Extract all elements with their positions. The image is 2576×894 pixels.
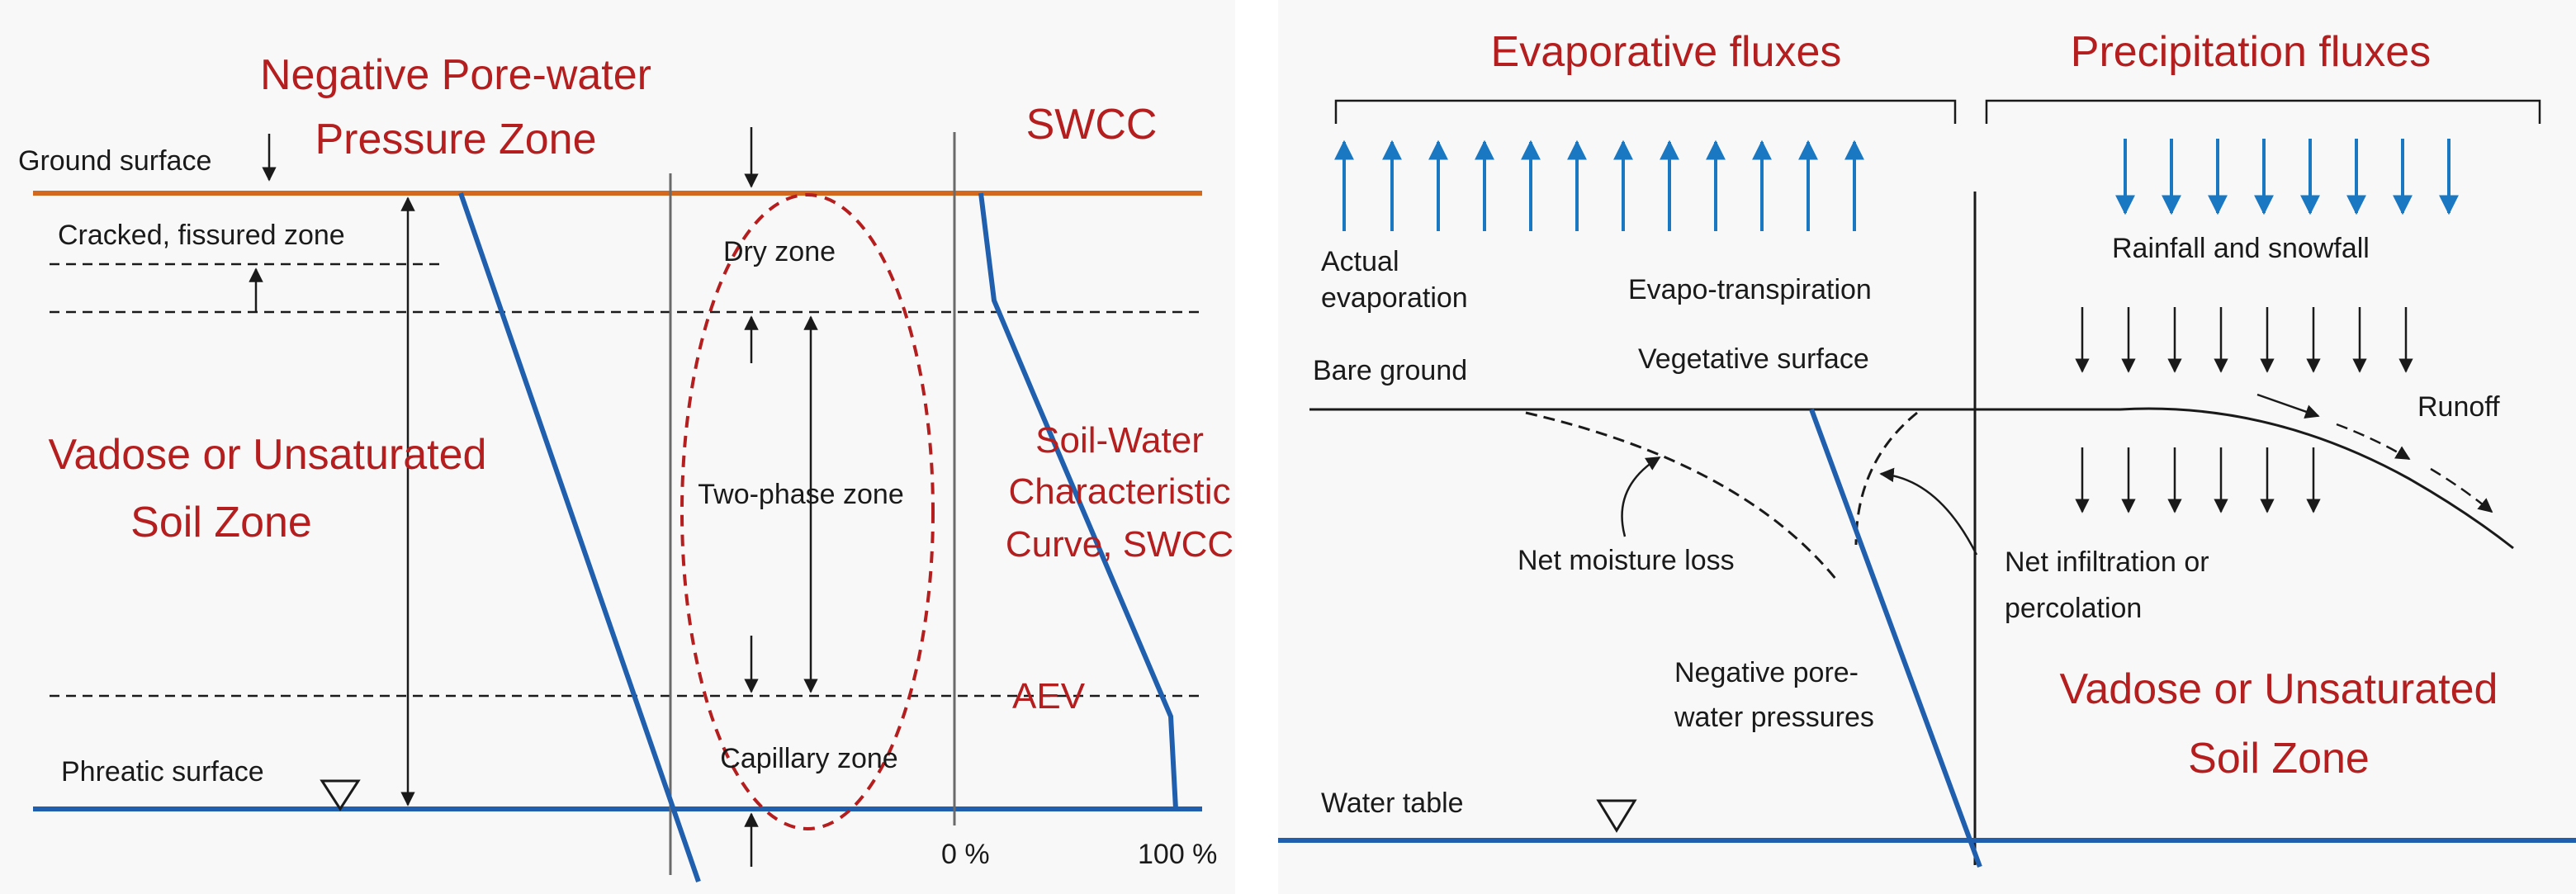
pore-pressure-line — [1809, 408, 1982, 868]
dry-zone-label: Dry zone — [723, 236, 836, 267]
water-table-triangle-icon — [1596, 799, 1637, 833]
infiltration-arrows-lower — [2075, 447, 2321, 513]
left-diagram: Negative Pore-water Pressure Zone SWCC G… — [18, 51, 1234, 882]
ground-surface-curve — [1309, 407, 2514, 550]
right-diagram-panel: Evaporative fluxes Precipitation fluxes — [1278, 0, 2576, 894]
bare-ground-label: Bare ground — [1313, 355, 1467, 386]
evaporative-brace — [1334, 99, 1957, 124]
runoff-arrow — [2336, 423, 2411, 461]
zones-ellipse — [680, 193, 935, 830]
zero-percent-label: 0 % — [941, 839, 990, 870]
hundred-percent-label: 100 % — [1138, 839, 1217, 870]
negative-pore-label-line2: water pressures — [1674, 702, 1874, 733]
vadose-zone-label-line2: Soil Zone — [130, 499, 312, 546]
evaporative-fluxes-title: Evaporative fluxes — [1491, 28, 1842, 76]
infiltration-curve — [1854, 411, 1918, 546]
evapo-transpiration-label: Evapo-transpiration — [1628, 274, 1872, 305]
vadose-zone-label-line1: Vadose or Unsaturated — [49, 431, 487, 479]
rainfall-label: Rainfall and snowfall — [2112, 233, 2370, 264]
left-diagram-panel: Negative Pore-water Pressure Zone SWCC G… — [0, 0, 1235, 894]
negative-pore-label-line1: Negative pore- — [1674, 657, 1859, 688]
two-phase-zone-label: Two-phase zone — [698, 479, 904, 510]
swcc-label-line2: Characteristic — [1009, 471, 1231, 512]
precipitation-fluxes-title: Precipitation fluxes — [2071, 28, 2431, 76]
infiltration-arrows-upper — [2075, 307, 2413, 373]
actual-evaporation-label-line2: evaporation — [1321, 282, 1468, 314]
cracked-zone-label: Cracked, fissured zone — [58, 220, 345, 251]
water-table-label: Water table — [1321, 788, 1464, 819]
moisture-loss-curve — [1525, 411, 1838, 580]
net-infiltration-label-line1: Net infiltration or — [2005, 546, 2209, 578]
runoff-arrow — [2256, 393, 2320, 419]
net-infiltration-label-line2: percolation — [2005, 593, 2142, 624]
moisture-loss-leader — [1621, 456, 1661, 537]
actual-evaporation-label-line1: Actual — [1321, 246, 1399, 277]
vadose-zone-label-line1: Vadose or Unsaturated — [2060, 665, 2498, 713]
pore-pressure-line — [458, 192, 701, 882]
vegetative-surface-label: Vegetative surface — [1638, 343, 1869, 375]
aev-label: AEV — [1012, 676, 1086, 717]
capillary-zone-label: Capillary zone — [720, 743, 897, 774]
runoff-label: Runoff — [2417, 391, 2500, 423]
swcc-label-line1: Soil-Water — [1035, 420, 1204, 461]
precipitation-brace — [1985, 99, 2541, 124]
evaporation-arrows — [1334, 140, 1864, 231]
swcc-label-line3: Curve, SWCC — [1006, 524, 1234, 565]
runoff-arrow — [2430, 467, 2493, 513]
net-moisture-loss-label: Net moisture loss — [1518, 545, 1735, 576]
phreatic-triangle-icon — [320, 779, 361, 811]
vadose-zone-label-line2: Soil Zone — [2188, 735, 2370, 783]
ground-surface-label: Ground surface — [18, 145, 211, 177]
pressure-zone-title-line2: Pressure Zone — [315, 116, 596, 163]
phreatic-surface-label: Phreatic surface — [61, 756, 264, 788]
infiltration-leader — [1879, 467, 1978, 556]
pressure-zone-title-line1: Negative Pore-water — [260, 51, 651, 99]
swcc-title: SWCC — [1026, 101, 1158, 149]
swcc-curve — [978, 192, 1178, 810]
right-diagram: Evaporative fluxes Precipitation fluxes — [1278, 28, 2576, 868]
precipitation-arrows — [2115, 139, 2459, 215]
